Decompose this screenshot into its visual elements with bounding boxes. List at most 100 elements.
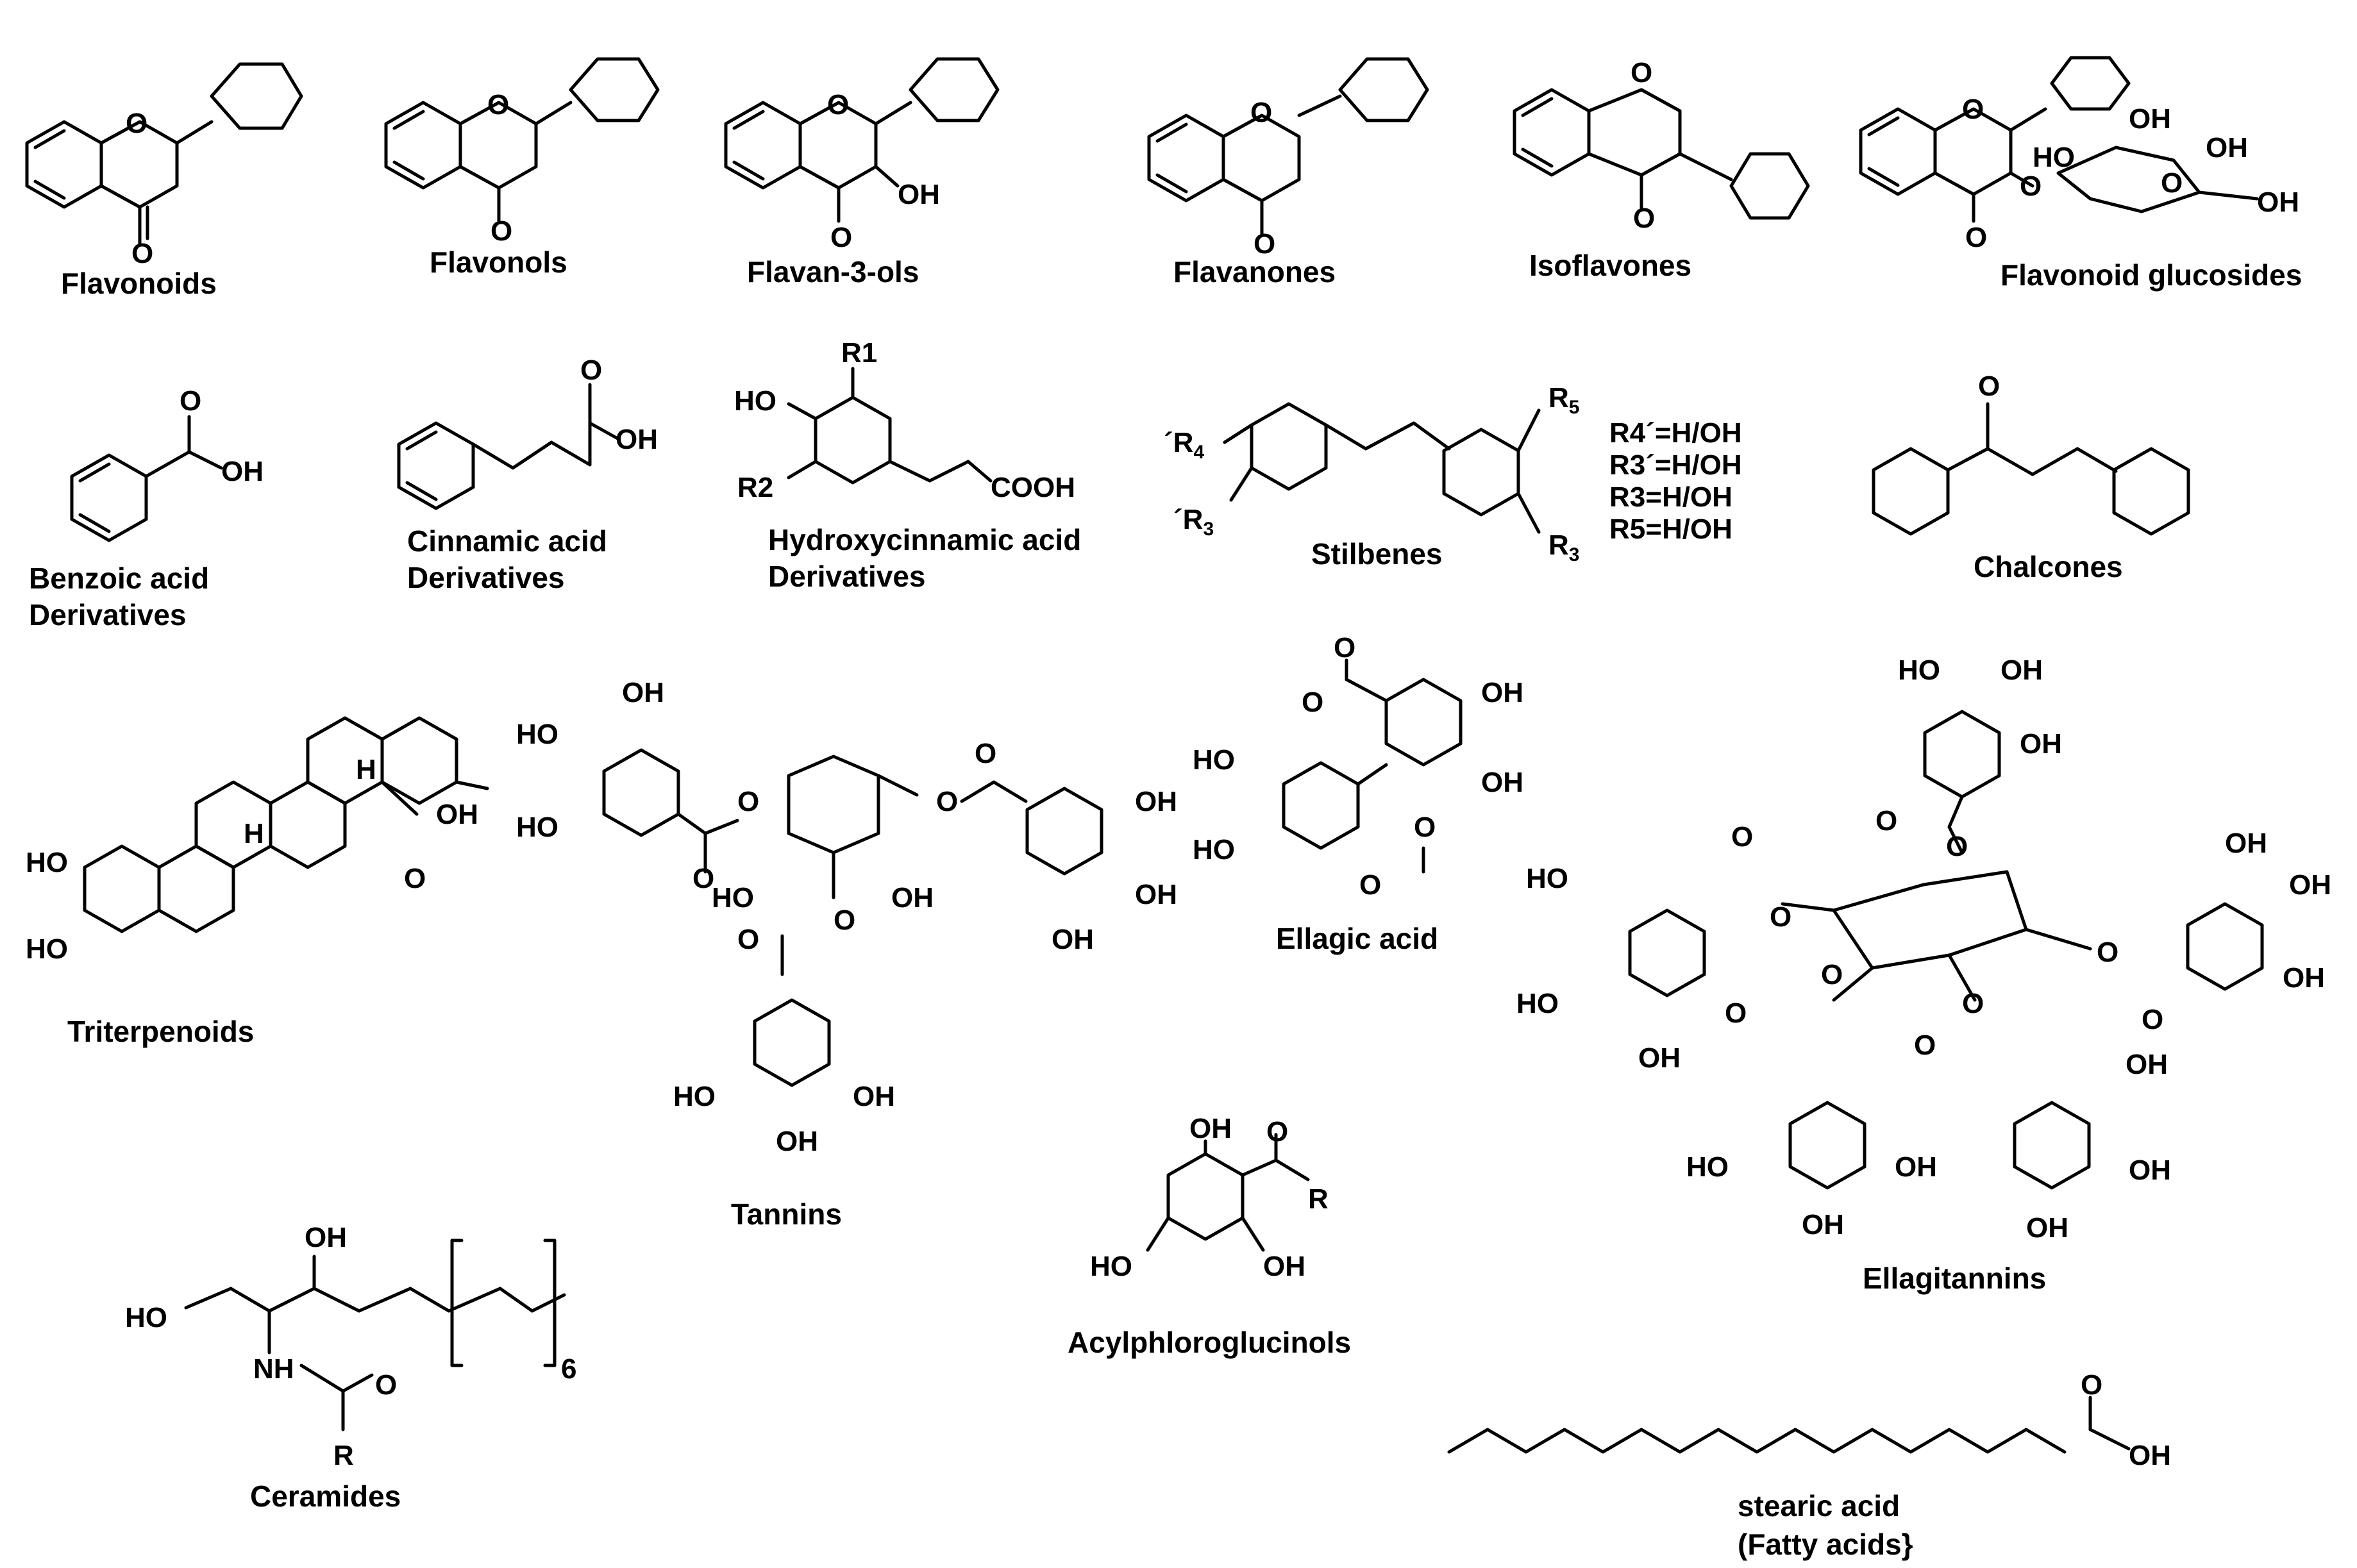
isoflavones-o-atom: O [1631,57,1652,88]
triterpenoids-o-atom: O [404,863,426,894]
benzoic-oh: OH [221,456,264,487]
stilbenes-structure [1223,402,1541,534]
ellagitannins-oh-3: OH [1638,1042,1681,1074]
flavan3ols-structure [724,57,1000,223]
flavonols-label: Flavonols [430,246,567,279]
stilbenes-r4: ´R4 [1164,427,1204,463]
hydroxycinnamic-r2: R2 [737,472,773,503]
tannins-ho-2: HO [516,812,558,843]
tannins-oh-4: OH [1052,924,1094,955]
flavonoids-label: Flavonoids [61,267,217,300]
stearic-oh: OH [2129,1440,2171,1471]
glucosides-oh-1: OH [2129,103,2171,135]
triterpenoids-label: Triterpenoids [67,1015,254,1048]
ellagitannins-o-2: O [1946,831,1968,862]
triterpenoids-ho-2: HO [26,933,68,965]
ceramides-o: O [375,1369,397,1401]
tannins-o-3: O [936,786,958,817]
triterpenoids-h-2: H [356,754,376,785]
glucosides-carbonyl-o: O [1965,222,1987,253]
stilbenes-r3: R3 [1548,530,1579,565]
tannins-oh-1: OH [891,882,934,913]
tannins-o-6: O [737,924,759,955]
ceramides-repeat-count: 6 [561,1353,576,1385]
hydroxycinnamic-cooh: COOH [991,472,1075,503]
acyl-ho: HO [1090,1251,1132,1282]
ellagitannins-o-1: O [1875,805,1897,837]
flavonols-structure [384,57,660,223]
ellagitannins-o-8: O [1821,959,1843,990]
ellagic-o-2: O [1414,812,1436,843]
flavan3ols-oh: OH [898,179,940,210]
tannins-oh-3: OH [1135,879,1177,910]
stilbenes-sub-3: R3=H/OH [1609,481,1732,513]
tannins-structure [602,748,1103,1087]
ellagitannins-o-3: O [1731,821,1753,853]
flavonoids-carbonyl-o: O [131,238,153,269]
cinnamic-oh: OH [616,424,658,455]
stilbenes-label: Stilbenes [1311,537,1443,571]
ellagic-label: Ellagic acid [1276,922,1438,955]
benzoic-label-line2: Derivatives [29,598,187,631]
flavonols-o-atom: O [487,89,509,121]
hydroxycinnamic-ho: HO [734,385,776,417]
tannins-o-2: O [737,786,759,817]
ellagitannins-o-4: O [1770,901,1791,933]
benzoic-label-line1: Benzoic acid [29,562,209,595]
glucosides-oh-2: OH [2206,132,2248,163]
stilbenes-sub-4: R5=H/OH [1609,513,1732,545]
chalcones-label: Chalcones [1974,550,2123,583]
ellagitannins-oh-5: OH [2289,869,2331,901]
ellagitannins-oh-6: OH [2283,962,2325,994]
triterpenoids-ho-1: HO [26,847,68,878]
ellagitannins-oh-8: OH [2129,1155,2171,1186]
ceramides-oh: OH [305,1222,347,1253]
ellagic-ho-2: HO [1193,834,1235,865]
ellagitannins-ho-2: HO [1526,863,1568,894]
ceramides-ho: HO [125,1302,167,1333]
tannins-o-1: O [692,863,714,894]
glucosides-oh-3: OH [2257,187,2299,218]
tannins-ho-4: HO [673,1081,716,1112]
isoflavones-label: Isoflavones [1529,249,1691,282]
ellagic-o-1: O [1302,687,1323,718]
ellagic-oh-1: OH [1481,677,1523,708]
triterpenoids-h-1: H [244,818,264,849]
cinnamic-label-line1: Cinnamic acid [407,524,607,558]
cinnamic-structure [397,383,621,510]
stilbenes-r3prime: ´R3 [1173,504,1214,540]
tannins-ho-3: HO [712,882,754,913]
flavonoid-glucosides-structure [1859,56,2259,223]
cinnamic-o-atom: O [580,354,602,386]
benzoic-structure [70,415,223,542]
ellagitannins-ho-4: HO [1686,1151,1729,1183]
chalcones-structure [1872,402,2190,536]
flavonoid-glucosides-label: Flavonoid glucosides [2001,258,2302,292]
ceramides-nh: NH [253,1353,294,1385]
ellagitannins-oh-9: OH [2026,1212,2068,1244]
stearic-label-line1: stearic acid [1738,1489,1900,1522]
ellagitannins-oh-7: OH [2126,1049,2168,1080]
ceramides-r: R [333,1440,354,1471]
flavanones-structure [1147,57,1429,236]
ellagitannins-oh-2: OH [2020,728,2062,760]
flavonoids-structure [25,62,303,246]
ellagitannins-ho-3: HO [1516,988,1559,1019]
glucosides-o-atom: O [1962,94,1984,125]
ellagitannins-structure [1628,710,2264,1190]
acylphloroglucinols-structure [1146,1133,1310,1252]
isoflavones-carbonyl-o: O [1633,203,1655,234]
triterpenoids-oh: OH [436,799,478,830]
tannins-oh-5: OH [853,1081,895,1112]
ellagic-o-top: O [1334,632,1355,663]
glucosides-ho-1: HO [2033,142,2075,173]
glucosides-link-o: O [2020,171,2042,202]
flavan3ols-label: Flavan-3-ols [747,255,919,288]
acyl-oh-2: OH [1263,1251,1305,1282]
stilbenes-sub-1: R4´=H/OH [1609,417,1742,449]
hydroxycinnamic-label-line2: Derivatives [768,560,926,593]
ellagitannins-o-9: O [1962,988,1984,1019]
acyl-oh-1: OH [1189,1113,1232,1144]
flavanones-carbonyl-o: O [1254,228,1275,260]
